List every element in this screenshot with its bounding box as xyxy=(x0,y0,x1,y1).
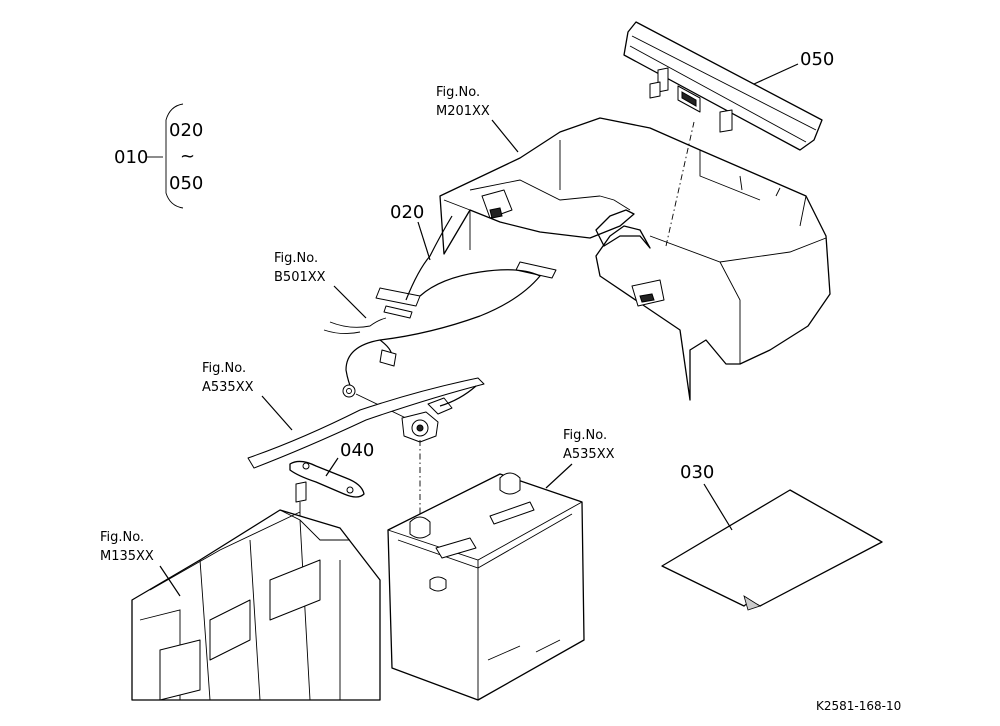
part-040-drawing[interactable] xyxy=(289,460,365,516)
battery-cable-drawing xyxy=(247,377,485,520)
drawing-code: K2581-168-10 xyxy=(816,699,901,713)
range-tilde: ~ xyxy=(180,146,195,167)
frame-drawing xyxy=(131,509,381,701)
part-number-020[interactable]: 020 xyxy=(390,202,424,223)
part-number-020-range-start[interactable]: 020 xyxy=(169,120,203,141)
part-number-050[interactable]: 050 xyxy=(800,49,834,70)
part-number-030[interactable]: 030 xyxy=(680,462,714,483)
part-number-010[interactable]: 010 xyxy=(114,147,148,168)
part-030-drawing[interactable] xyxy=(661,489,883,611)
fig-ref-a535-cable-label: Fig.No. xyxy=(202,361,246,376)
part-020-drawing[interactable] xyxy=(323,215,557,421)
fig-ref-a535-cable-code[interactable]: A535XX xyxy=(202,380,254,395)
fig-ref-b501-label: Fig.No. xyxy=(274,251,318,266)
fig-ref-b501-code[interactable]: B501XX xyxy=(274,270,326,285)
bracket-brace xyxy=(165,103,184,209)
fig-ref-a535-battery-code[interactable]: A535XX xyxy=(563,447,615,462)
fig-ref-m201-code[interactable]: M201XX xyxy=(436,104,490,119)
part-050-drawing[interactable] xyxy=(623,21,823,151)
battery-drawing xyxy=(387,472,585,701)
fig-ref-m135-code[interactable]: M135XX xyxy=(100,549,154,564)
part-group-bracket: 010 020 ~ 050 xyxy=(114,103,203,209)
fender-cover-drawing xyxy=(439,117,831,401)
fig-ref-m135-label: Fig.No. xyxy=(100,530,144,545)
fig-ref-a535-battery-label: Fig.No. xyxy=(563,428,607,443)
part-number-040[interactable]: 040 xyxy=(340,440,374,461)
fig-ref-m201-label: Fig.No. xyxy=(436,85,480,100)
part-number-050-range-end[interactable]: 050 xyxy=(169,173,203,194)
